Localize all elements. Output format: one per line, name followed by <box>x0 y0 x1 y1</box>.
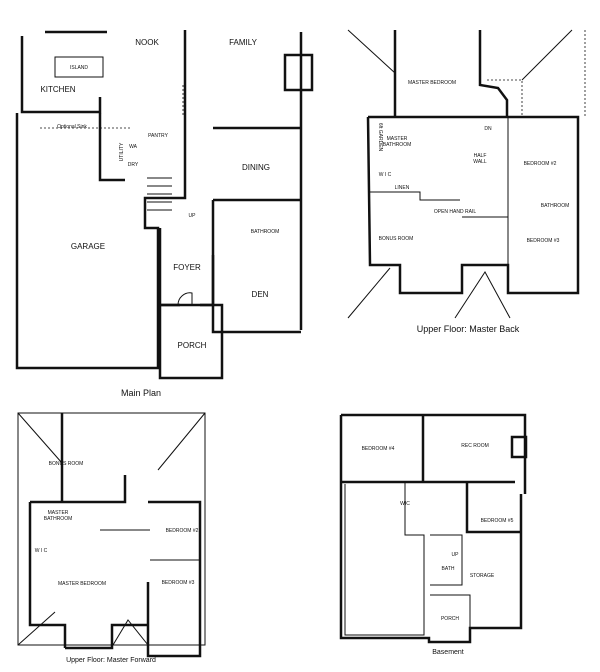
room-label: WIC <box>400 501 410 507</box>
room-label: REC ROOM <box>461 443 489 449</box>
room-label: MASTER BEDROOM <box>58 581 106 587</box>
fireplace <box>283 53 314 92</box>
room-label: WALL <box>473 159 487 165</box>
room-label: W I C <box>379 172 392 178</box>
room-label: OPEN HAND RAIL <box>434 209 476 215</box>
wall-line <box>20 30 107 114</box>
room-label: BEDROOM #2 <box>166 528 199 534</box>
room-label: LINEN <box>395 185 410 191</box>
wall-line <box>213 32 303 330</box>
wall-line <box>98 113 125 182</box>
room-label: FOYER <box>173 263 201 272</box>
basement-caption: Basement <box>432 649 464 656</box>
wall-line <box>177 292 193 306</box>
room-label: WA <box>129 144 138 150</box>
upper-back-plan: MASTER BEDROOM MASTER BATHROOM 6ft GARDE… <box>347 29 586 334</box>
room-label: PORCH <box>178 341 207 350</box>
room-label: W I C <box>35 548 48 554</box>
room-label: Optional Sink <box>57 124 87 130</box>
room-label: UTILITY <box>119 142 125 161</box>
room-label: BEDROOM #3 <box>527 238 560 244</box>
wall-line <box>347 267 511 319</box>
wall-line <box>17 412 206 646</box>
wall-line <box>160 255 215 307</box>
room-label: DRY <box>128 162 139 168</box>
room-label: PANTRY <box>148 133 168 139</box>
room-label: UP <box>189 213 197 219</box>
room-label: BONUS ROOM <box>379 236 414 242</box>
room-label: BATHROOM <box>541 203 570 209</box>
room-label: MASTER <box>48 510 69 516</box>
room-label: UP <box>452 552 460 558</box>
wall-line <box>339 413 527 644</box>
upper-forward-caption: Upper Floor: Master Forward <box>66 657 156 664</box>
room-label: FAMILY <box>229 38 258 47</box>
kitchen-island <box>54 56 104 78</box>
room-label: GARAGE <box>71 242 105 251</box>
room-label: BATHROOM <box>383 142 412 148</box>
room-label: BATHROOM <box>44 516 73 522</box>
basement-plan: BEDROOM #4 REC ROOM WIC BEDROOM #5 BATH … <box>339 413 528 656</box>
upper-back-caption: Upper Floor: Master Back <box>417 324 520 334</box>
basement-fireplace <box>510 435 528 459</box>
wall-line <box>430 534 471 628</box>
room-label: NOOK <box>135 38 159 47</box>
room-label: MASTER <box>387 136 408 142</box>
room-label: BEDROOM #2 <box>524 161 557 167</box>
wall-line <box>344 482 425 636</box>
wall-line <box>487 30 586 117</box>
wall-line <box>368 117 509 293</box>
stairs <box>147 177 172 211</box>
room-label: PORCH <box>441 616 459 622</box>
main-plan: NOOK FAMILY ISLAND KITCHEN Optional Sink… <box>15 30 314 398</box>
room-label: BATH <box>442 566 455 572</box>
wall-line <box>347 29 573 81</box>
room-label: DINING <box>242 163 270 172</box>
room-label: DEN <box>252 290 269 299</box>
room-label: BATHROOM <box>251 229 280 235</box>
wall-line <box>100 529 200 561</box>
main-plan-caption: Main Plan <box>121 388 161 398</box>
wall-line <box>341 415 515 484</box>
wall-line <box>17 412 206 646</box>
room-label: KITCHEN <box>40 85 75 94</box>
wall-line <box>393 30 509 117</box>
wall-line <box>15 113 187 370</box>
room-label: DN <box>484 126 492 132</box>
wall-line <box>465 482 521 534</box>
room-label: BEDROOM #5 <box>481 518 514 524</box>
room-label: ISLAND <box>70 65 88 71</box>
wall-line <box>40 85 184 129</box>
wall-line <box>366 115 580 295</box>
room-label: HALF <box>474 153 487 159</box>
wall-line <box>28 413 127 560</box>
upper-forward-plan: BONUS ROOM MASTER BATHROOM W I C BEDROOM… <box>17 412 206 664</box>
room-label: BEDROOM #4 <box>362 446 395 452</box>
room-label: 6ft GARDEN <box>377 123 383 152</box>
wall-line <box>211 198 301 334</box>
room-label: BEDROOM #3 <box>162 580 195 586</box>
room-label: MASTER BEDROOM <box>408 80 456 86</box>
room-label: STORAGE <box>470 573 495 579</box>
wall-line <box>28 500 202 658</box>
room-label: BONUS ROOM <box>49 461 84 467</box>
